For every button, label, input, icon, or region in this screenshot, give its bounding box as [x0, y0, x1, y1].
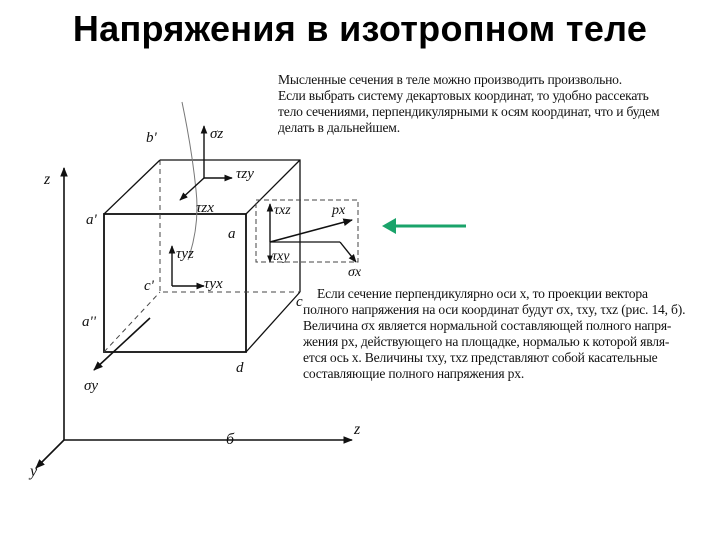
cube-edge: [103, 159, 161, 215]
label-axis-z: z: [43, 171, 51, 188]
slide-title: Напряжения в изотропном теле: [72, 8, 648, 49]
label-a: a: [228, 226, 236, 242]
axis-y: [35, 439, 65, 469]
text-line: ется ось x. Величины τxy, τxz представля…: [303, 350, 658, 365]
label-a-prime: a': [86, 212, 98, 228]
tau-zx-arrow: [179, 177, 205, 201]
sigma-y-arrow: [93, 317, 151, 371]
text-line: составляющие полного напряжения px.: [303, 366, 525, 381]
cube-hidden-edges: [159, 160, 300, 293]
label-b: б: [226, 431, 235, 448]
label-tau-yx: τyx: [204, 276, 223, 292]
text-line: жения px, действующего на площадке, норм…: [303, 334, 670, 349]
stress-paragraph: Если сечение перпендикулярно оси x, то п…: [303, 286, 716, 382]
label-b-prime: b': [146, 130, 158, 146]
cube-edge: [245, 291, 301, 353]
cube-edge: [245, 159, 301, 215]
label-sigma-x: σx: [348, 265, 362, 280]
section-box: [255, 199, 359, 263]
text-line: Мысленные сечения в теле можно производи…: [278, 72, 622, 87]
section-curve: [181, 101, 198, 261]
text-line: тело сечениями, перпендикулярными к осям…: [278, 104, 660, 119]
label-sigma-z: σz: [210, 126, 223, 142]
label-c-prime: c': [144, 278, 155, 294]
label-d: d: [236, 360, 244, 376]
text-line: Если выбрать систему декартовых координа…: [278, 88, 649, 103]
label-c: c: [296, 294, 303, 310]
label-tau-yz: τyz: [176, 246, 194, 262]
text-line: Величина σx является нормальной составля…: [303, 318, 672, 333]
label-tau-zy: τzy: [236, 166, 254, 182]
label-p-x: px: [331, 203, 346, 218]
label-tau-xy: τxy: [272, 249, 290, 264]
text-line: полного напряжения на оси координат буду…: [303, 302, 686, 317]
label-a-dprime: a'': [82, 314, 97, 330]
label-sigma-y: σy: [84, 378, 98, 394]
sigma-x-arrow: [339, 241, 357, 263]
text-line: Если сечение перпендикулярно оси x, то п…: [317, 286, 648, 301]
p-x-arrow: [269, 218, 353, 243]
cube-front-face: [103, 213, 247, 353]
highlight-arrow-icon: [382, 218, 466, 234]
label-axis-y: y: [28, 463, 38, 480]
text-line: делать в дальнейшем.: [278, 120, 400, 135]
cube-hidden-edge: [103, 291, 161, 353]
intro-paragraph: Мысленные сечения в теле можно производи…: [278, 72, 718, 136]
label-axis-x: z: [353, 421, 361, 438]
label-tau-xz: τxz: [274, 203, 291, 218]
label-tau-zx: τzx: [196, 200, 214, 216]
